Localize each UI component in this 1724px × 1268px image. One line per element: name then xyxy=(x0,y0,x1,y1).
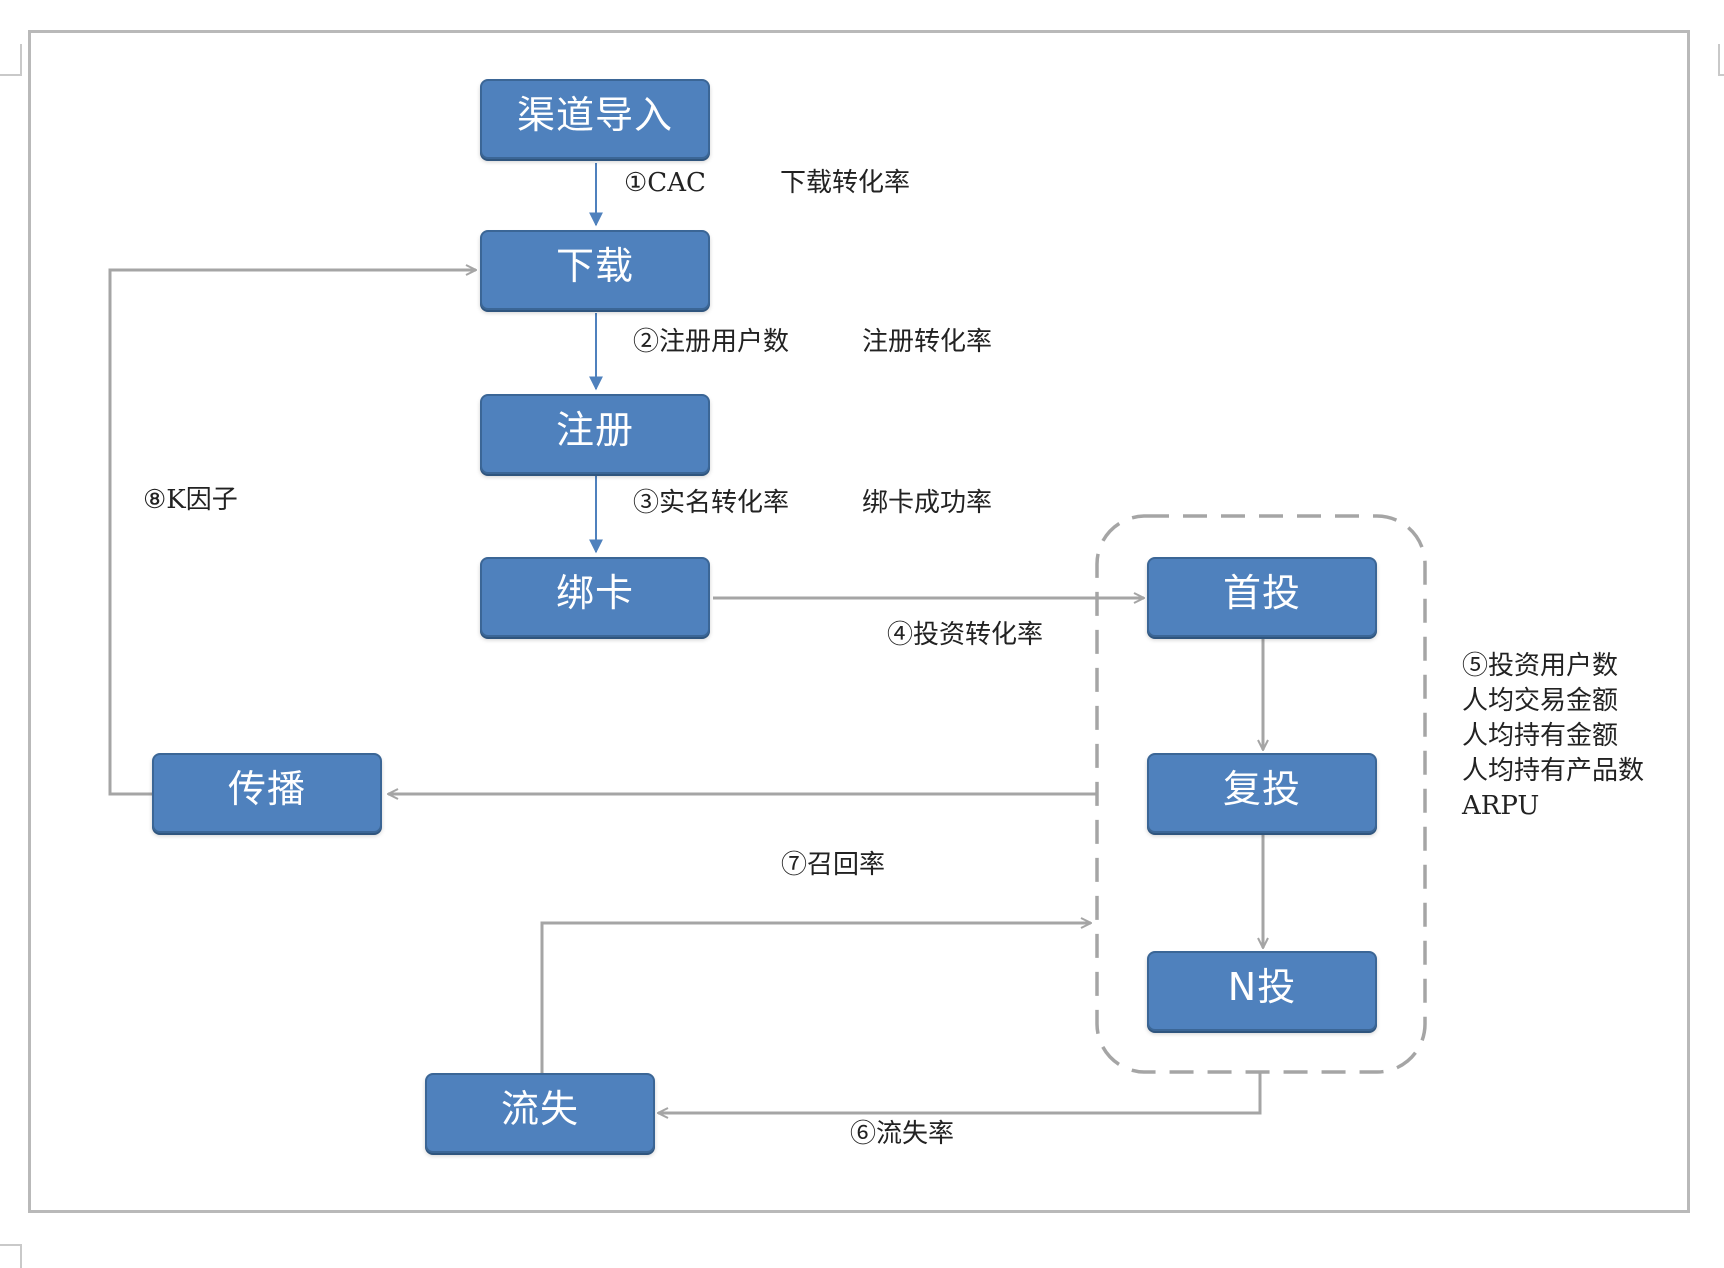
metric-avg-holding-products: 人均持有产品数 xyxy=(1462,756,1645,786)
node-repeat-invest: 复投 xyxy=(1147,753,1377,833)
node-download: 下载 xyxy=(480,230,710,310)
metric-avg-trade-amount: 人均交易金额 xyxy=(1462,686,1619,716)
node-churn: 流失 xyxy=(425,1073,655,1153)
label-cac: ①CAC xyxy=(624,168,706,198)
arrow-churn-recall-to-group xyxy=(540,923,1091,1073)
metric-arpu: ARPU xyxy=(1462,791,1540,821)
label-register-rate: 注册转化率 xyxy=(862,327,993,357)
node-first-invest: 首投 xyxy=(1147,557,1377,637)
metric-avg-holding-amount: 人均持有金额 xyxy=(1462,721,1619,751)
label-bind-card-rate: 绑卡成功率 xyxy=(862,488,993,518)
arrow-spread-to-download xyxy=(108,270,476,796)
label-recall-rate: ⑦召回率 xyxy=(781,850,886,880)
investment-metrics-list: ⑤投资用户数 人均交易金额 人均持有金额 人均持有产品数 ARPU xyxy=(1462,649,1644,824)
label-k-factor: ⑧K因子 xyxy=(143,485,238,515)
node-spread: 传播 xyxy=(152,753,382,833)
crop-mark-bottom-left xyxy=(0,1244,22,1268)
crop-mark-top-right xyxy=(1718,44,1724,76)
label-register-users: ②注册用户数 xyxy=(633,327,790,357)
node-n-invest: N投 xyxy=(1147,951,1377,1031)
metric-invest-users: ⑤投资用户数 xyxy=(1462,651,1619,681)
arrow-group-to-churn xyxy=(658,1072,1262,1113)
crop-mark-top-left xyxy=(0,44,22,76)
label-invest-rate: ④投资转化率 xyxy=(887,620,1044,650)
label-realname-rate: ③实名转化率 xyxy=(633,488,790,518)
node-register: 注册 xyxy=(480,394,710,474)
label-churn-rate: ⑥流失率 xyxy=(850,1119,955,1149)
label-download-rate: 下载转化率 xyxy=(780,168,911,198)
node-channel-import: 渠道导入 xyxy=(480,79,710,159)
node-bind-card: 绑卡 xyxy=(480,557,710,637)
page-frame xyxy=(28,30,1690,1213)
